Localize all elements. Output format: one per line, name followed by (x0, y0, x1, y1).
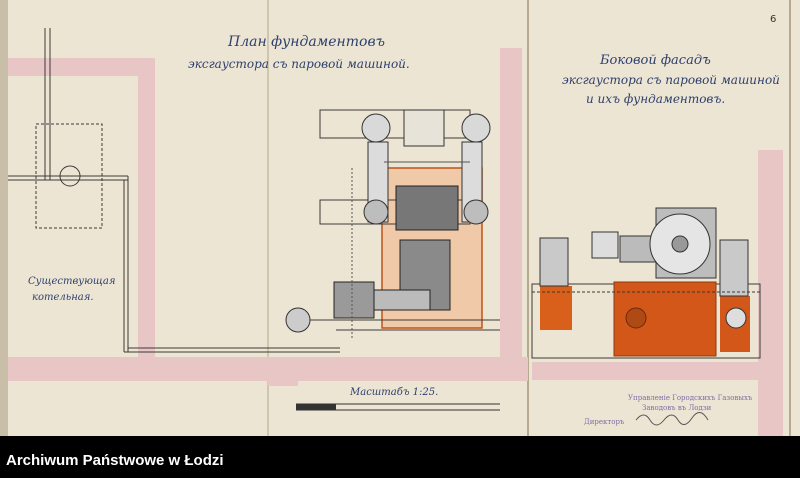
archive-name: Archiwum Państwowe w Łodzi (6, 452, 224, 469)
foundation-plan (285, 109, 500, 340)
scale-bar: Масштабъ 1:25. (296, 387, 500, 411)
left-title-line1: План фундаментовъ (227, 34, 385, 50)
label-boiler: котельная. (32, 292, 94, 303)
right-title-line1: Боковой фасадъ (599, 53, 711, 68)
left-title-line2: эксгаустора съ паровой машиной. (188, 57, 410, 71)
right-title-line3: и ихъ фундаментовъ. (586, 92, 725, 106)
right-title-line2: эксгаустора съ паровой машиной (562, 73, 780, 87)
stamp-label: Директоръ (584, 418, 625, 426)
signature (635, 412, 709, 426)
label-existing: Существующая (28, 276, 115, 287)
side-elevation (531, 207, 761, 359)
archival-drawing: План фундаментовъ эксгаустора съ паровой… (0, 0, 800, 436)
footer-bar (0, 436, 800, 478)
stamp-line1: Управленіе Городскихъ Газовыхъ (628, 394, 753, 402)
scale-label: Масштабъ 1:25. (349, 387, 438, 398)
stamp-line2: Заводовъ въ Лодзи (642, 404, 712, 412)
page-number: 6 (770, 14, 776, 25)
office-stamp: Управленіе Городскихъ Газовыхъ Заводовъ … (584, 394, 753, 426)
existing-boiler-plan: Существующая котельная. (8, 28, 340, 353)
